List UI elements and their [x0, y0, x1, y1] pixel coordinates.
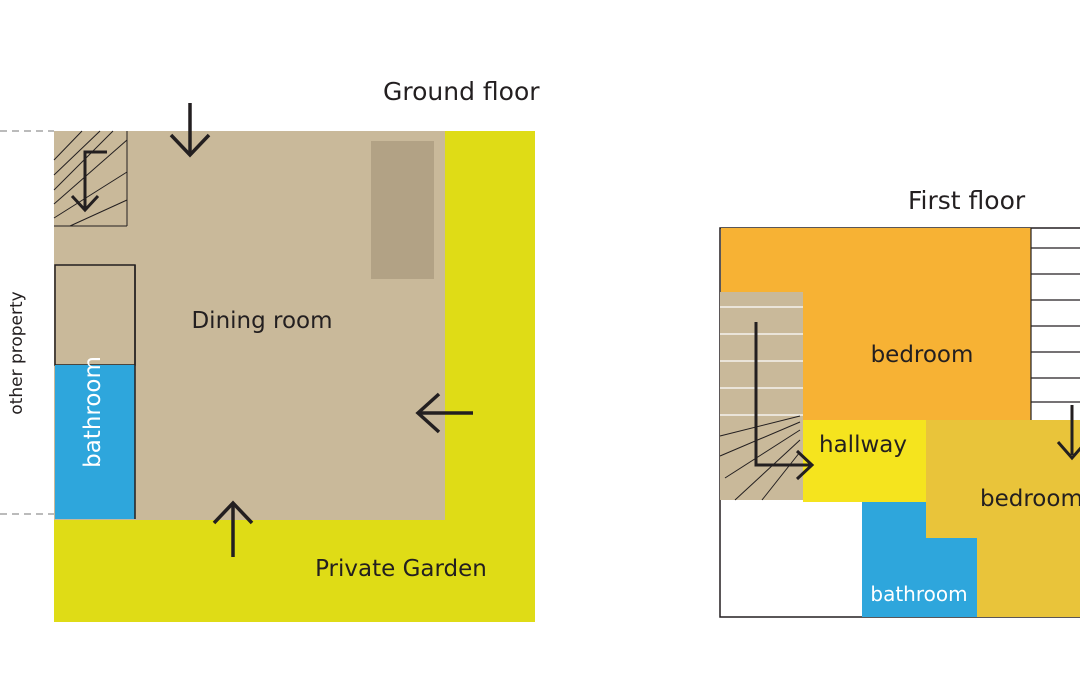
ground-floor: Ground floor other property [0, 77, 540, 622]
first-stairs [720, 306, 803, 416]
bedroom-top-label: bedroom [871, 342, 974, 368]
other-property-label: other property [7, 291, 27, 414]
bedroom-right-label: bedroom [980, 486, 1080, 512]
ground-floor-title: Ground floor [383, 77, 540, 106]
bedroom-right-area [926, 420, 1080, 617]
arrow-up-icon [212, 500, 254, 557]
garden-label: Private Garden [315, 556, 487, 582]
first-stair-area [720, 292, 803, 500]
bathroom-ground-label: bathroom [80, 356, 106, 468]
hallway-label: hallway [819, 432, 907, 458]
hallway-area [803, 420, 926, 502]
first-floor-title: First floor [908, 186, 1026, 215]
first-stairs-winder [719, 415, 801, 501]
dining-room-label: Dining room [191, 308, 332, 334]
ground-stair-arrow [70, 150, 107, 213]
counter-block [371, 141, 434, 279]
arrow-left-icon [415, 392, 473, 434]
bathroom-first-area [862, 502, 977, 617]
balcony-rails [1030, 228, 1080, 420]
bathroom-first-label: bathroom [870, 582, 967, 606]
ground-stairs [53, 130, 128, 227]
bathroom-ground-area [55, 365, 135, 519]
arrow-down-icon [169, 103, 211, 158]
first-floor: First floor [719, 186, 1080, 618]
first-stair-arrow [754, 322, 815, 481]
first-arrow-down-icon [1056, 405, 1080, 461]
storage-closet [54, 264, 136, 366]
